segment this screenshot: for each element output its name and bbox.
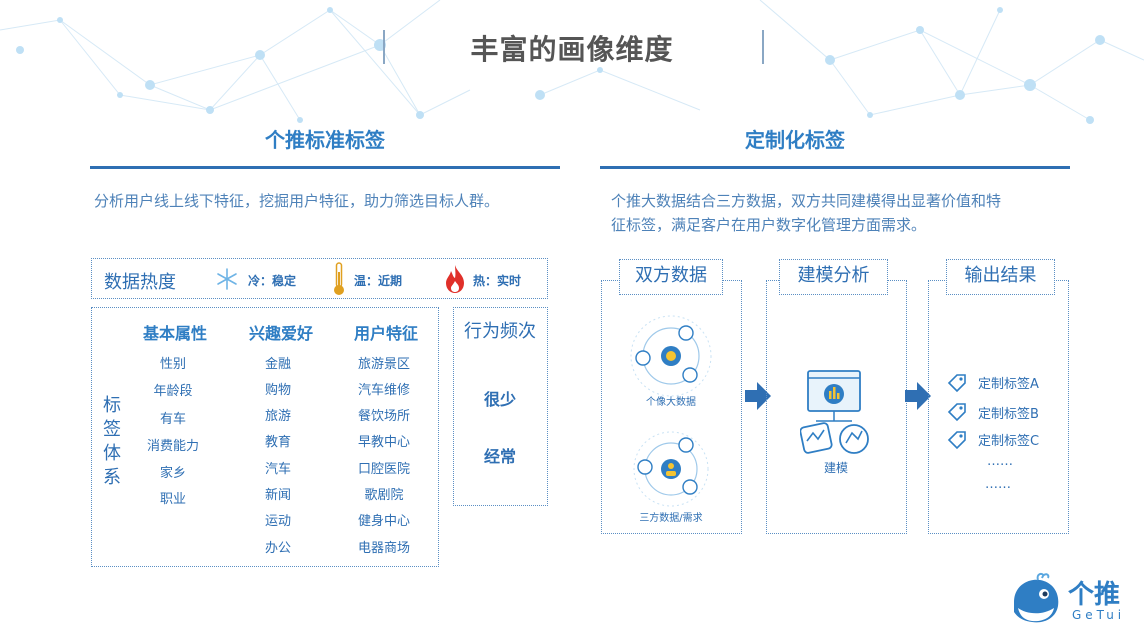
logo-subtitle: GeTui (1072, 608, 1126, 622)
tag-system-label: 标签体系 (103, 395, 121, 488)
basic-item: 消费能力 (146, 439, 199, 454)
third-party-diagram-icon (633, 431, 709, 507)
more-tags-ellipsis: …… (985, 477, 1011, 492)
frequency-title: 行为频次 (464, 321, 536, 342)
left-heading-underline (90, 166, 560, 169)
network-background (0, 0, 1144, 124)
modeling-box: 建模 (766, 280, 907, 534)
interest-item: 购物 (264, 383, 291, 398)
interest-item: 汽车 (264, 462, 291, 477)
basic-item: 有车 (159, 412, 186, 427)
feature-item: 歌剧院 (364, 488, 404, 503)
big-data-caption: 个像大数据 (646, 397, 696, 408)
fire-icon (446, 265, 464, 293)
output-title: 输出结果 (946, 259, 1055, 295)
getui-whale-logo-icon (1014, 572, 1059, 623)
frequency-rare: 很少 (483, 390, 516, 409)
column-title-interests: 兴趣爱好 (248, 324, 313, 343)
data-heat-bar: 数据热度 冷：稳定 温：近期 热：实时 (91, 258, 548, 299)
source-data-box: 个像大数据 三方数据/需求 (601, 280, 742, 534)
interest-item: 运动 (264, 514, 291, 529)
frequency-box: 行为频次 很少 经常 (453, 307, 548, 506)
custom-tags-description-line: 征标签，满足客户在用户数字化管理方面需求。 (611, 216, 927, 234)
interest-item: 办公 (264, 541, 291, 556)
feature-item: 电器商场 (357, 541, 410, 556)
modeling-analysis-icon (800, 370, 869, 454)
interest-item: 新闻 (264, 488, 291, 503)
logo-name: 个推 (1068, 580, 1121, 610)
custom-tag-c: 定制标签C (978, 434, 1040, 449)
standard-tags-heading: 个推标准标签 (265, 128, 385, 152)
standard-tags-description: 分析用户线上线下特征，挖掘用户特征，助力筛选目标人群。 (94, 192, 500, 210)
right-heading-underline (600, 166, 1070, 169)
arrow-right-icon (905, 382, 931, 410)
snowflake-icon (217, 268, 237, 290)
basic-item: 职业 (159, 492, 186, 507)
basic-item: 年龄段 (153, 384, 193, 399)
interest-item: 旅游 (264, 409, 291, 424)
title-divider-left (383, 30, 385, 64)
feature-item: 汽车维修 (357, 383, 410, 398)
basic-item: 性别 (159, 357, 186, 372)
data-heat-label: 数据热度 (104, 272, 176, 293)
custom-tag-a: 定制标签A (978, 377, 1039, 392)
interest-item: 教育 (264, 435, 291, 450)
big-data-diagram-icon (630, 315, 712, 397)
more-tags-ellipsis: …… (987, 454, 1013, 469)
third-party-caption: 三方数据/需求 (639, 513, 703, 524)
modeling-caption: 建模 (823, 461, 848, 475)
source-data-title: 双方数据 (619, 259, 723, 295)
column-title-user-features: 用户特征 (353, 324, 418, 343)
heat-level-warm: 温：近期 (354, 274, 403, 288)
tag-icon (947, 403, 966, 422)
frequency-often: 经常 (483, 447, 516, 466)
custom-tags-heading: 定制化标签 (745, 128, 845, 152)
arrow-right-icon (745, 382, 771, 410)
custom-tags-description-line: 个推大数据结合三方数据，双方共同建模得出显著价值和特 (611, 192, 1002, 210)
tag-system-box: 标签体系 基本属性 性别 年龄段 有车 消费能力 家乡 职业 兴趣爱好 金融 购… (91, 307, 439, 567)
page-title: 丰富的画像维度 (470, 33, 674, 66)
column-title-basic: 基本属性 (142, 324, 207, 343)
feature-item: 健身中心 (357, 514, 410, 529)
custom-tag-b: 定制标签B (978, 407, 1039, 422)
feature-item: 口腔医院 (357, 462, 410, 477)
modeling-title: 建模分析 (779, 259, 888, 295)
heat-level-hot: 热：实时 (473, 274, 522, 288)
thermometer-icon (334, 262, 344, 295)
feature-item: 早教中心 (357, 435, 410, 450)
tag-icon (947, 374, 966, 393)
feature-item: 餐饮场所 (357, 409, 410, 424)
output-box: 定制标签A 定制标签B 定制标签C …… …… (928, 280, 1069, 534)
custom-tags-description: 个推大数据结合三方数据，双方共同建模得出显著价值和特 征标签，满足客户在用户数字… (611, 189, 1071, 237)
interest-item: 金融 (264, 357, 291, 372)
tag-icon (947, 431, 966, 450)
feature-item: 旅游景区 (357, 357, 410, 372)
basic-item: 家乡 (159, 466, 186, 481)
title-divider-right (762, 30, 764, 64)
heat-level-cold: 冷：稳定 (248, 274, 297, 288)
